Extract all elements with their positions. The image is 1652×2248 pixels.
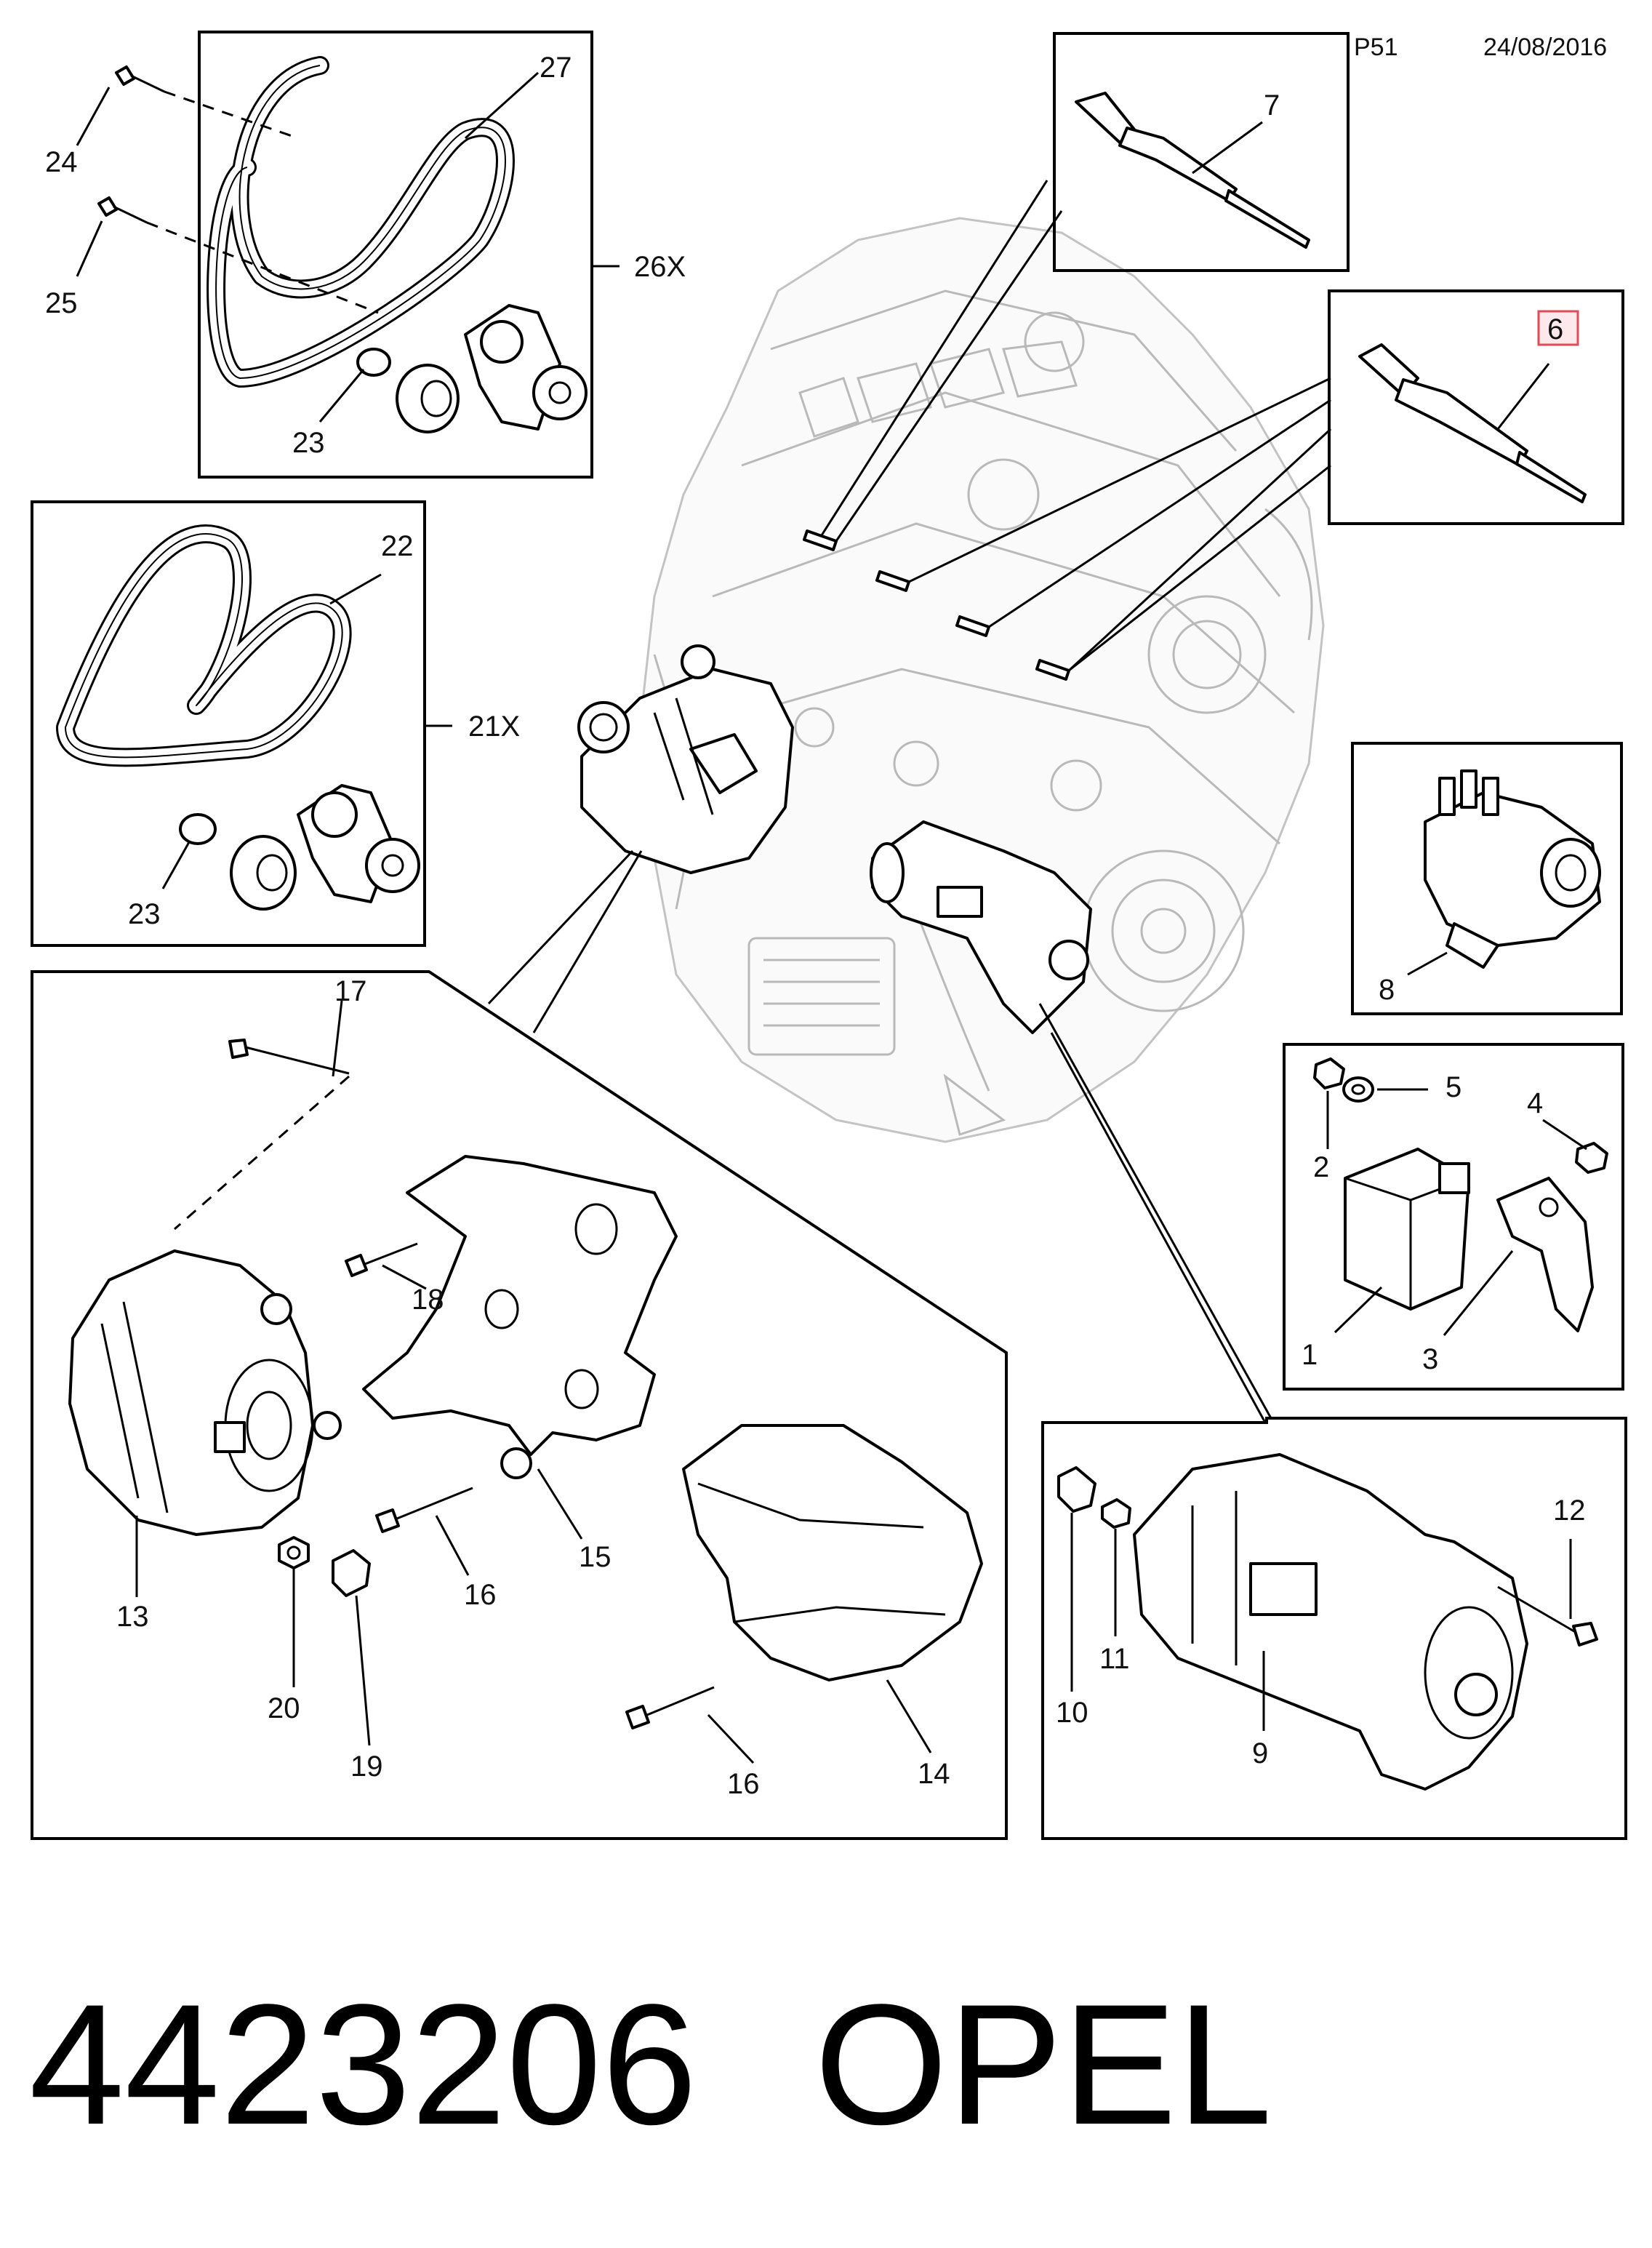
- glow-plug-6: [1358, 343, 1587, 503]
- nut-11: [1101, 1498, 1131, 1529]
- callout-12: 12: [1553, 1495, 1586, 1527]
- bolt-16-upper: [375, 1487, 473, 1533]
- idler-pulley-26x: [396, 364, 460, 433]
- callout-20: 20: [268, 1692, 300, 1724]
- bolt-17: [228, 1039, 350, 1075]
- callout-6: 6: [1547, 313, 1563, 345]
- callout-21x: 21X: [468, 711, 520, 743]
- alternator-13: [68, 1249, 342, 1536]
- box-belt-kit-21x: [31, 500, 426, 947]
- engine-block: [638, 217, 1325, 1143]
- callout-13: 13: [116, 1601, 149, 1633]
- callout-9: 9: [1252, 1737, 1268, 1769]
- callout-8: 8: [1379, 974, 1395, 1006]
- callout-27: 27: [540, 52, 572, 84]
- connector-10: [1057, 1466, 1096, 1513]
- box-starter: [1041, 1417, 1627, 1840]
- callout-23-mid: 23: [128, 898, 161, 930]
- callout-4: 4: [1527, 1087, 1543, 1119]
- glow-plug-7: [1075, 92, 1310, 249]
- tensioner-21x: [297, 784, 420, 903]
- bolt-16-lower: [625, 1686, 715, 1729]
- diagram-date: 24/08/2016: [1483, 33, 1607, 61]
- shield-14: [682, 1424, 983, 1681]
- cap-23-top: [356, 348, 391, 377]
- bracket-15: [362, 1155, 678, 1479]
- callout-10: 10: [1056, 1697, 1088, 1729]
- tensioner-26x: [464, 304, 588, 431]
- callout-15: 15: [579, 1541, 612, 1573]
- leader-alternator-b: [532, 850, 643, 1033]
- starter-9: [1133, 1453, 1528, 1791]
- box-pump-8: [1351, 742, 1623, 1015]
- callout-23-top: 23: [292, 427, 325, 459]
- leader-starter-b: [1038, 1003, 1272, 1419]
- callout-11: 11: [1099, 1643, 1130, 1675]
- callout-18: 18: [412, 1284, 444, 1316]
- nut-20: [278, 1536, 310, 1569]
- callout-7: 7: [1264, 89, 1280, 121]
- brand-name: OPEL: [814, 1969, 1272, 2161]
- bolt-25: [97, 196, 148, 224]
- callout-1: 1: [1302, 1339, 1318, 1371]
- box-control-unit: [1283, 1043, 1624, 1391]
- highlight-box-6: [1537, 310, 1579, 346]
- callout-25: 25: [45, 287, 78, 319]
- leader-alternator-a: [487, 849, 634, 1005]
- box-alternator: [31, 970, 1008, 1840]
- bolt-24: [115, 65, 165, 93]
- bolt-12: [1497, 1585, 1598, 1647]
- callout-22: 22: [381, 530, 414, 562]
- control-unit-1: [1344, 1148, 1470, 1311]
- callout-19: 19: [350, 1751, 383, 1783]
- callout-17: 17: [334, 975, 367, 1007]
- glow-plug-positions: [803, 529, 1070, 681]
- box-glow-plug-6: [1328, 289, 1624, 525]
- bracket-3: [1496, 1177, 1594, 1332]
- cap-23-mid: [179, 813, 217, 845]
- callout-24: 24: [45, 146, 78, 178]
- nut-2: [1313, 1057, 1345, 1089]
- starter-installed: [870, 820, 1092, 1034]
- washer-5: [1342, 1076, 1374, 1103]
- leader-starter-a: [1050, 1032, 1267, 1423]
- nut-4: [1575, 1142, 1608, 1174]
- pump-8: [1424, 769, 1601, 969]
- callout-14: 14: [918, 1758, 950, 1790]
- callout-16-lower: 16: [727, 1768, 760, 1800]
- callout-2: 2: [1313, 1151, 1329, 1183]
- callout-3: 3: [1422, 1343, 1438, 1375]
- callout-5: 5: [1446, 1071, 1461, 1103]
- alternator-installed: [577, 644, 794, 874]
- glow-plug-leaders: [820, 180, 1332, 672]
- box-belt-kit-26x: [198, 31, 593, 479]
- belt-27: [206, 56, 515, 388]
- idler-pulley-21x: [230, 835, 297, 911]
- cap-19: [332, 1549, 371, 1597]
- belt-22: [56, 524, 352, 767]
- callout-16-upper: 16: [464, 1579, 497, 1611]
- part-number: 4423206: [29, 1969, 697, 2161]
- callout-26x: 26X: [634, 251, 686, 283]
- bolt-18: [345, 1242, 418, 1277]
- page-code: P51: [1354, 33, 1398, 61]
- box-glow-plug-7: [1053, 32, 1350, 272]
